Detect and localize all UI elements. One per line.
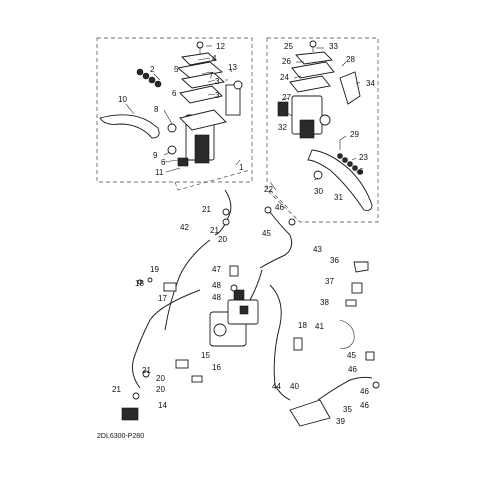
- callout-20: 20: [218, 235, 227, 244]
- callout-28: 28: [346, 55, 355, 64]
- callout-26: 26: [282, 57, 291, 66]
- callout-42: 42: [180, 223, 189, 232]
- callout-24: 24: [280, 73, 289, 82]
- callout-11: 11: [155, 168, 164, 177]
- callout-18b: 18: [298, 321, 307, 330]
- callout-35: 35: [343, 405, 352, 414]
- callout-23: 23: [359, 153, 368, 162]
- callout-14: 14: [158, 401, 167, 410]
- callout-41: 41: [315, 322, 324, 331]
- callout-18: 18: [135, 279, 144, 288]
- hardware-parts: [121, 206, 380, 427]
- callout-19: 19: [150, 265, 159, 274]
- callout-43: 43: [313, 245, 322, 254]
- callout-46d: 46: [360, 401, 369, 410]
- callout-labels: 12 4 5 7 13 2 3 6 3 10 8 9 6 11 1 25 33 …: [112, 42, 375, 426]
- diagram-code: 2DL6300-P280: [97, 433, 144, 440]
- callout-3b: 3: [215, 91, 220, 100]
- callout-21d: 21: [112, 385, 121, 394]
- callout-46: 46: [275, 203, 284, 212]
- callout-44: 44: [272, 382, 281, 391]
- callout-34: 34: [366, 79, 375, 88]
- callout-13: 13: [228, 63, 237, 72]
- callout-39: 39: [336, 417, 345, 426]
- callout-4: 4: [212, 54, 217, 63]
- callout-36: 36: [330, 256, 339, 265]
- abs-hydraulic-unit: [209, 289, 259, 347]
- callout-45b: 45: [347, 351, 356, 360]
- callout-48b: 48: [212, 293, 221, 302]
- group-connector-line-2: [269, 189, 291, 211]
- callout-8: 8: [154, 105, 159, 114]
- callout-20c: 20: [156, 385, 165, 394]
- callout-3: 3: [215, 77, 220, 86]
- callout-17: 17: [158, 294, 167, 303]
- callout-30: 30: [314, 187, 323, 196]
- callout-45: 45: [262, 229, 271, 238]
- callout-1: 1: [239, 163, 244, 172]
- callout-21c: 21: [142, 366, 151, 375]
- callout-29: 29: [350, 130, 359, 139]
- callout-27: 27: [282, 93, 291, 102]
- brake-hoses: [131, 189, 373, 401]
- callout-33: 33: [329, 42, 338, 51]
- group-connector-line-1: [174, 169, 251, 191]
- callout-37: 37: [325, 277, 334, 286]
- callout-12: 12: [216, 42, 225, 51]
- callout-31: 31: [334, 193, 343, 202]
- leader-lines: [125, 45, 362, 191]
- callout-22: 22: [264, 185, 273, 194]
- callout-40: 40: [290, 382, 299, 391]
- right-master-cylinder-group-outline: [266, 37, 379, 223]
- callout-21b: 21: [210, 226, 219, 235]
- callout-5: 5: [174, 65, 179, 74]
- callout-6: 6: [172, 89, 177, 98]
- callout-47: 47: [212, 265, 221, 274]
- callout-46c: 46: [360, 387, 369, 396]
- callout-38: 38: [320, 298, 329, 307]
- callout-6c: 6: [359, 167, 364, 176]
- callout-25: 25: [284, 42, 293, 51]
- right-master-cylinder: [277, 40, 373, 211]
- callout-2: 2: [150, 65, 155, 74]
- callout-7: 7: [209, 71, 214, 80]
- callout-46b: 46: [348, 365, 357, 374]
- callout-21: 21: [202, 205, 211, 214]
- callout-15: 15: [201, 351, 210, 360]
- callout-10: 10: [118, 95, 127, 104]
- callout-48: 48: [212, 281, 221, 290]
- callout-6b: 6: [161, 158, 166, 167]
- callout-20b: 20: [156, 374, 165, 383]
- callout-16: 16: [212, 363, 221, 372]
- left-master-cylinder: [99, 41, 243, 167]
- callout-9: 9: [153, 151, 158, 160]
- callout-32: 32: [278, 123, 287, 132]
